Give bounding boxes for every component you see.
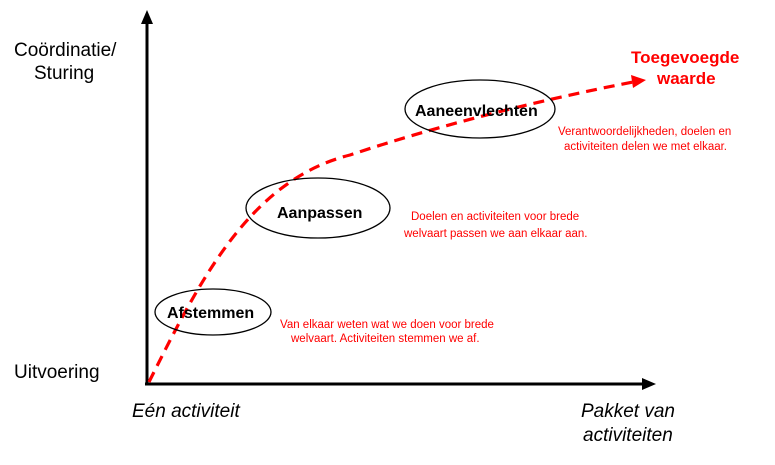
curve-label-line2: waarde <box>656 69 716 88</box>
stage-description-line1: Van elkaar weten wat we doen voor brede <box>280 319 494 331</box>
curve-label-line1: Toegevoegde <box>631 48 739 67</box>
value-curve <box>147 80 634 383</box>
y-axis-top-label-line1: Coördinatie/ <box>14 40 117 61</box>
y-axis-bottom-label: Uitvoering <box>14 362 100 383</box>
x-axis-right-label-line2: activiteiten <box>583 425 673 446</box>
x-axis-arrowhead <box>642 378 656 390</box>
stage-label: Aanpassen <box>277 205 362 222</box>
stage-aaneenvlechten: Aaneenvlechten Verantwoordelijkheden, do… <box>404 79 731 153</box>
stage-description-line2: welvaart passen we aan elkaar aan. <box>403 228 587 240</box>
stage-description-line2: welvaart. Activiteiten stemmen we af. <box>290 333 480 345</box>
value-curve-arrowhead <box>631 75 646 88</box>
stage-label: Aaneenvlechten <box>415 103 538 120</box>
stage-label: Afstemmen <box>167 305 254 322</box>
x-axis-right-label-line1: Pakket van <box>581 401 675 422</box>
axes <box>141 10 656 390</box>
stage-description-line1: Doelen en activiteiten voor brede <box>411 211 579 223</box>
stage-ellipse <box>245 177 391 239</box>
y-axis-top-label-line2: Sturing <box>34 63 94 84</box>
stage-ellipse <box>154 288 272 336</box>
x-axis-left-label: Eén activiteit <box>132 401 240 422</box>
stage-aanpassen: Aanpassen Doelen en activiteiten voor br… <box>245 177 587 240</box>
stage-description-line2: activiteiten delen we met elkaar. <box>564 141 727 153</box>
stage-afstemmen: Afstemmen Van elkaar weten wat we doen v… <box>154 288 494 345</box>
stage-description-line1: Verantwoordelijkheden, doelen en <box>558 126 731 138</box>
y-axis-arrowhead <box>141 10 153 24</box>
stage-ellipse <box>404 79 556 139</box>
